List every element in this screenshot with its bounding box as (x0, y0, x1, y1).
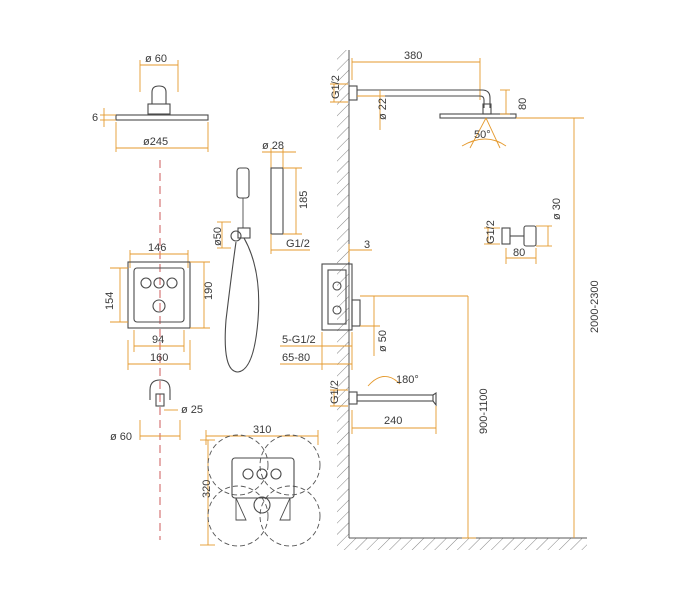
trim-plate (231, 457, 295, 499)
angle-arc (461, 138, 507, 147)
rain-head-front-view: ø 60 6 ø245 (92, 53, 209, 152)
label-rain-t6: 6 (92, 112, 98, 124)
label-arm-d22: ø 22 (377, 98, 389, 120)
label-height-9001100: 900-1100 (478, 388, 490, 434)
trim-lever-left (235, 497, 247, 521)
trim-knob-2 (256, 468, 268, 480)
label-hand-d28: ø 28 (262, 140, 284, 152)
label-spout-d25: ø 25 (181, 404, 203, 416)
label-valve-d50: ø 50 (377, 330, 389, 352)
label-height-20002300: 2000-2300 (589, 280, 601, 333)
hand-hose (224, 237, 260, 373)
concealed-valve-side-view: 3 ø 50 5-G1/2 65-80 (280, 239, 468, 370)
rain-arm-stub (151, 85, 167, 104)
valve-inner (327, 269, 347, 325)
trim-lever-right (279, 497, 291, 521)
label-trim-320: 320 (201, 480, 213, 498)
arm-pipe-top (357, 89, 491, 108)
label-mixer-190: 190 (203, 282, 215, 300)
valve-body (321, 263, 353, 331)
arm-pipe-bottom (357, 95, 485, 108)
label-arm-g12: G1/2 (330, 75, 342, 99)
label-mixer-146: 146 (148, 242, 166, 254)
rotation-arc-3 (207, 485, 269, 547)
rain-head-side (439, 113, 517, 119)
wall-and-floor (337, 50, 587, 550)
label-mixer-154: 154 (104, 292, 116, 310)
shower-arm-side-view: 380 G1/2 ø 22 80 50° (330, 50, 529, 149)
valve-port-top (332, 281, 342, 291)
spout-pipe (356, 394, 434, 402)
label-spout-g12: G1/2 (329, 380, 341, 404)
mixer-knob-1 (140, 277, 152, 289)
trim-knob-main (253, 496, 271, 514)
label-trim-310: 310 (253, 424, 271, 436)
label-valve-5g12: 5-G1/2 (282, 334, 316, 346)
mixer-knob-3 (166, 277, 178, 289)
trim-envelope-view: 310 320 (200, 424, 321, 547)
mixer-front-view: 146 154 190 94 160 (104, 242, 215, 370)
rain-plate (115, 114, 209, 121)
label-holder-d50: ø50 (212, 227, 224, 246)
trim-knob-3 (270, 468, 282, 480)
spout-body (149, 379, 171, 400)
label-side-80: 80 (513, 247, 525, 259)
side-holder-view: G1/2 ø 30 80 (484, 198, 563, 264)
label-rain-d60: ø 60 (145, 53, 167, 65)
trim-knob-1 (242, 468, 254, 480)
side-holder-body (523, 225, 537, 247)
spout-tip (432, 391, 437, 407)
label-mixer-94: 94 (152, 334, 164, 346)
spout-angle-arc (367, 376, 401, 387)
label-head-angle: 50° (474, 129, 491, 141)
spout-top-view: ø 25 ø 60 (110, 379, 203, 443)
label-mixer-160: 160 (150, 352, 168, 364)
arm-wall-flange (348, 85, 358, 101)
mixer-front-plate (133, 267, 185, 323)
rotation-arc-1 (207, 434, 269, 496)
mixer-knob-2 (153, 277, 165, 289)
label-side-g12: G1/2 (485, 220, 497, 244)
wall-hatch (337, 50, 349, 538)
rain-mount (147, 103, 171, 115)
label-wall-3: 3 (364, 239, 370, 251)
spout-outlet (155, 393, 165, 407)
hand-shower-view: ø50 ø 28 185 G1/2 (212, 140, 310, 373)
valve-port-bottom (332, 305, 342, 315)
label-spout-240: 240 (384, 415, 402, 427)
holder-circle (230, 230, 242, 242)
rotation-arc-4 (259, 485, 321, 547)
hand-shower-head (236, 167, 250, 199)
rotation-arc-2 (259, 434, 321, 496)
mixer-knob-main (152, 299, 166, 313)
label-rain-d245: ø245 (143, 136, 168, 148)
valve-knob-side (351, 299, 361, 327)
label-valve-6580: 65-80 (282, 352, 310, 364)
label-hand-g12: G1/2 (286, 238, 310, 250)
label-arm-380: 380 (404, 50, 422, 62)
height-dimensions: 900-1100 2000-2300 (462, 117, 601, 539)
mixer-back-plate (127, 261, 191, 329)
label-spout-180: 180° (396, 374, 419, 386)
label-spout-d60: ø 60 (110, 431, 132, 443)
label-hand-185: 185 (298, 191, 310, 209)
label-head-80: 80 (517, 98, 529, 110)
hand-shower-side (270, 167, 284, 235)
side-flange (501, 227, 511, 245)
spout-side-view: G1/2 180° 240 (329, 374, 437, 434)
label-side-d30: ø 30 (551, 198, 563, 220)
floor-hatch (337, 538, 587, 550)
spout-flange (348, 391, 358, 405)
